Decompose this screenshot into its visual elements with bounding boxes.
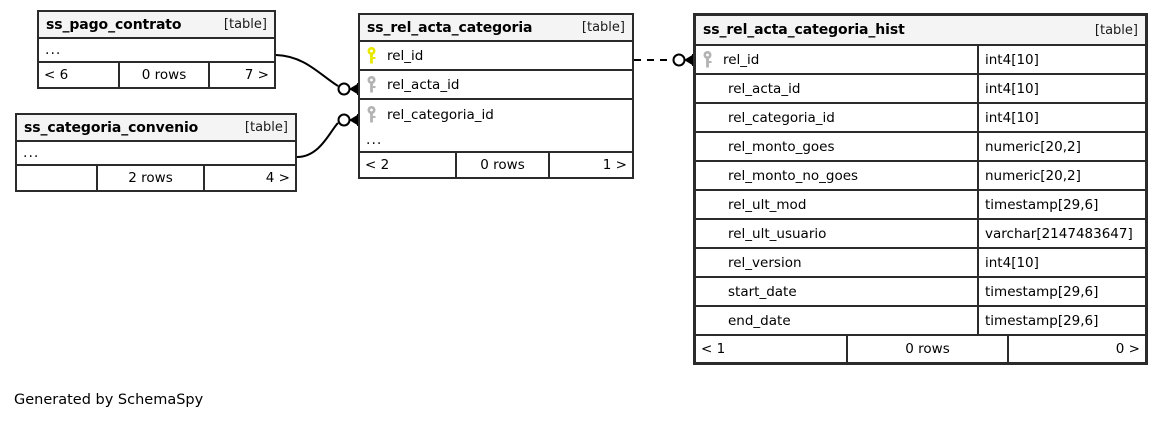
column-name: rel_id xyxy=(723,51,760,68)
column-name: rel_id xyxy=(387,47,424,64)
relationship-line-pago-contrato-to-rel-acta-categoria[interactable] xyxy=(275,54,359,96)
column-type: int4[10] xyxy=(977,75,1145,102)
table-type-tag: [table] xyxy=(581,20,625,35)
table-header: ss_pago_contrato [table] xyxy=(39,12,274,39)
column-name-cell: rel_monto_goes xyxy=(696,139,977,155)
column-name: rel_version xyxy=(728,254,802,271)
table-row[interactable]: rel_ult_mod timestamp[29,6] xyxy=(696,191,1145,220)
column-type: timestamp[29,6] xyxy=(977,307,1145,334)
column-type: timestamp[29,6] xyxy=(977,278,1145,305)
column-name-cell: rel_monto_no_goes xyxy=(696,168,977,184)
column-name-cell: start_date xyxy=(696,284,977,300)
table-row[interactable]: rel_ult_usuario varchar[2147483647] xyxy=(696,220,1145,249)
table-title: ss_pago_contrato xyxy=(46,16,182,33)
footer-prev-count[interactable]: < 2 xyxy=(365,157,390,173)
column-type: int4[10] xyxy=(977,249,1145,276)
table-footer: < 2 0 rows 1 > xyxy=(360,153,632,177)
table-node-ss-categoria-convenio[interactable]: ss_categoria_convenio [table] ... 2 rows… xyxy=(15,113,297,192)
relationship-line-categoria-convenio-to-rel-acta-categoria[interactable] xyxy=(296,113,359,158)
column-name-cell: rel_id xyxy=(696,51,977,68)
table-type-tag: [table] xyxy=(223,17,267,32)
column-name-cell: rel_acta_id xyxy=(696,81,977,97)
column-name: rel_acta_id xyxy=(387,76,460,93)
footer-row-count: 0 rows xyxy=(455,153,550,177)
column-name-cell: rel_categoria_id xyxy=(696,110,977,126)
table-node-ss-rel-acta-categoria-hist[interactable]: ss_rel_acta_categoria_hist [table] rel_i… xyxy=(693,13,1148,365)
footer-next-count[interactable]: 4 > xyxy=(265,170,290,186)
footer-row-count: 2 rows xyxy=(96,166,205,190)
foreign-key-icon xyxy=(702,51,713,68)
column-name: rel_monto_goes xyxy=(728,138,835,155)
foreign-key-icon xyxy=(366,106,377,123)
footer-next-count[interactable]: 7 > xyxy=(244,67,269,83)
relationship-line-rel-acta-categoria-to-hist[interactable] xyxy=(634,53,694,67)
table-row[interactable]: rel_monto_goes numeric[20,2] xyxy=(696,133,1145,162)
table-row[interactable]: rel_acta_id xyxy=(360,71,632,100)
column-name: rel_ult_usuario xyxy=(728,225,827,242)
column-name: end_date xyxy=(728,312,791,329)
table-node-ss-rel-acta-categoria[interactable]: ss_rel_acta_categoria [table] rel_id xyxy=(358,13,634,179)
column-type: numeric[20,2] xyxy=(977,162,1145,189)
generated-by-caption: Generated by SchemaSpy xyxy=(14,392,204,408)
table-title: ss_rel_acta_categoria_hist xyxy=(703,22,905,38)
table-title: ss_rel_acta_categoria xyxy=(367,19,533,36)
column-list: rel_id int4[10] rel_acta_id int4[10] rel… xyxy=(696,46,1145,336)
table-row[interactable]: rel_version int4[10] xyxy=(696,249,1145,278)
column-type: varchar[2147483647] xyxy=(977,220,1145,247)
column-name-cell: rel_acta_id xyxy=(360,76,632,93)
footer-next-count[interactable]: 1 > xyxy=(602,157,627,173)
footer-prev-count[interactable]: < 6 xyxy=(44,67,69,83)
footer-row-count: 0 rows xyxy=(118,63,210,87)
table-row[interactable]: start_date timestamp[29,6] xyxy=(696,278,1145,307)
table-type-tag: [table] xyxy=(1094,22,1138,38)
column-name-cell: rel_categoria_id xyxy=(360,106,632,123)
collapsed-columns-ellipsis[interactable]: ... xyxy=(39,39,274,63)
table-row[interactable]: rel_categoria_id int4[10] xyxy=(696,104,1145,133)
table-title: ss_categoria_convenio xyxy=(24,119,199,136)
table-footer: < 1 0 rows 0 > xyxy=(696,336,1145,362)
column-name: rel_categoria_id xyxy=(387,106,494,123)
column-name-cell: rel_id xyxy=(360,47,632,64)
footer-prev-count[interactable]: < 1 xyxy=(701,341,726,357)
footer-next-count[interactable]: 0 > xyxy=(1115,341,1140,357)
column-type: int4[10] xyxy=(977,46,1145,73)
column-name: rel_categoria_id xyxy=(728,109,835,126)
footer-row-count: 0 rows xyxy=(846,336,1009,362)
table-row[interactable]: rel_acta_id int4[10] xyxy=(696,75,1145,104)
table-node-ss-pago-contrato[interactable]: ss_pago_contrato [table] ... < 6 0 rows … xyxy=(37,10,276,89)
table-header: ss_categoria_convenio [table] xyxy=(17,115,295,142)
collapsed-columns-ellipsis[interactable]: ... xyxy=(360,129,632,153)
column-name-cell: end_date xyxy=(696,313,977,329)
table-header: ss_rel_acta_categoria [table] xyxy=(360,15,632,42)
column-type: int4[10] xyxy=(977,104,1145,131)
table-row[interactable]: rel_id xyxy=(360,42,632,71)
column-name: rel_monto_no_goes xyxy=(728,167,859,184)
table-header: ss_rel_acta_categoria_hist [table] xyxy=(696,16,1145,46)
column-name-cell: rel_version xyxy=(696,255,977,271)
table-row[interactable]: rel_monto_no_goes numeric[20,2] xyxy=(696,162,1145,191)
column-type: timestamp[29,6] xyxy=(977,191,1145,218)
column-name: rel_acta_id xyxy=(728,80,801,97)
table-type-tag: [table] xyxy=(244,120,288,135)
collapsed-columns-ellipsis[interactable]: ... xyxy=(17,142,295,166)
column-name: rel_ult_mod xyxy=(728,196,807,213)
column-name: start_date xyxy=(728,283,797,300)
column-name-cell: rel_ult_usuario xyxy=(696,226,977,242)
column-name-cell: rel_ult_mod xyxy=(696,197,977,213)
foreign-key-icon xyxy=(366,76,377,93)
column-type: numeric[20,2] xyxy=(977,133,1145,160)
table-row[interactable]: rel_id int4[10] xyxy=(696,46,1145,75)
footer-prev-count[interactable] xyxy=(17,166,96,190)
table-row[interactable]: rel_categoria_id xyxy=(360,100,632,129)
table-footer: < 6 0 rows 7 > xyxy=(39,63,274,87)
table-footer: 2 rows 4 > xyxy=(17,166,295,190)
table-row[interactable]: end_date timestamp[29,6] xyxy=(696,307,1145,336)
column-list: rel_id rel_acta_id xyxy=(360,42,632,129)
primary-key-icon xyxy=(366,47,377,64)
